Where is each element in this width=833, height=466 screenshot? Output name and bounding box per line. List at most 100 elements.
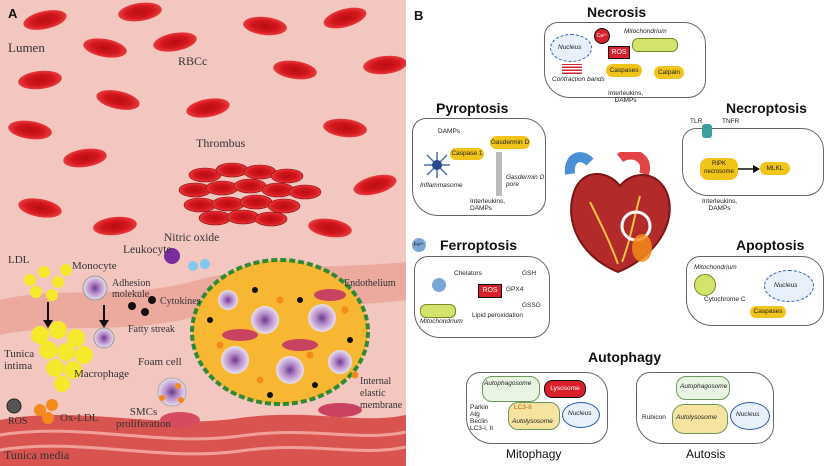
apoptosis-title: Apoptosis: [736, 237, 805, 253]
red-blood-cells: [8, 2, 406, 238]
macrophage-label: Macrophage: [74, 368, 129, 380]
fe-ion-icon: [432, 278, 446, 292]
fatty-streak-label: Fatty streak: [128, 324, 175, 335]
panel-a-label: A: [8, 6, 18, 21]
tunica-media-layer: [0, 414, 406, 466]
thrombus-label: Thrombus: [196, 136, 246, 150]
necrosis-nucleus: [550, 34, 592, 62]
monocyte-cell: [82, 275, 108, 301]
mitophagy-label: Mitophagy: [506, 447, 562, 461]
smcs-label: SMCs proliferation: [116, 406, 171, 430]
autosis-autophagosome-label: Autophagosome: [680, 383, 728, 390]
panel-a-atherosclerosis: A Lumen RBCc Thrombus LDL Monocyte Adhes…: [0, 0, 406, 466]
smc-cell: [160, 412, 200, 428]
ldl-label: LDL: [8, 254, 30, 266]
ros-particle: [6, 398, 22, 414]
autosis-autolysosome: [672, 404, 728, 434]
pyroptosis-inflammasome: Inflammasome: [420, 182, 463, 189]
necroptosis-title: Necroptosis: [726, 100, 807, 116]
autophagy-lysosome: Lysosome: [544, 380, 586, 398]
necroptosis-interleukins: Interleukins, DAMPs: [702, 198, 738, 212]
necrosis-mito-label: Mitochondrium: [624, 28, 667, 35]
autophagy-nucleus: Nucleus: [568, 410, 592, 417]
ox-ldl-label: Ox-LDL: [60, 412, 99, 424]
tunica-media-label: Tunica media: [4, 448, 70, 462]
autosis-autolysosome-label: Autolysosome: [676, 414, 717, 421]
inflammasome-icon: [424, 152, 450, 178]
autosis-label: Autosis: [686, 447, 726, 461]
ferroptosis-gssg: GSSG: [522, 302, 541, 309]
autophagosome-compartment: [482, 376, 540, 402]
autophagy-autophagosome: Autophagosome: [484, 380, 532, 387]
contraction-bands-icon: [562, 64, 582, 74]
necrosis-title: Necrosis: [587, 4, 647, 20]
tunica-intima-label: Tunica intima: [4, 348, 35, 372]
mitophagy-nucleus: [562, 402, 600, 428]
necrosis-ros: ROS: [608, 46, 630, 59]
lumen-label: Lumen: [8, 40, 45, 55]
necrosis-ca: Ca²⁺: [594, 28, 610, 44]
necrosis-calpain: Calpain: [654, 66, 684, 79]
necrosis-mitochondrion: [632, 38, 678, 52]
gasdermin-pore-icon: [496, 152, 502, 196]
endothelium-label: Endothelium: [344, 278, 396, 289]
atherosclerotic-plaque: [190, 258, 370, 406]
autophagy-autolysosome: Autolysosome: [512, 418, 553, 425]
pyroptosis-caspase1: Caspase 1: [450, 148, 484, 160]
panel-b-cell-death: B Necrosis Nucleus Ca²⁺ Mitochondrium RO…: [410, 0, 833, 466]
necroptosis-mlkl: MLKL: [760, 162, 790, 175]
nitric-oxide-label: Nitric oxide: [164, 232, 220, 244]
rbcs-label: RBCc: [178, 54, 208, 68]
atherosclerosis-illustration: [0, 2, 406, 466]
pyroptosis-pore: Gasdermin D pore: [506, 174, 545, 188]
necroptosis-tnfr: TNFR: [722, 118, 740, 125]
apoptosis-mito-label: Mitochondrium: [694, 264, 737, 271]
leukocyte-label: Leukocyte: [123, 244, 172, 256]
autophagy-title: Autophagy: [588, 349, 662, 365]
ferroptosis-title: Ferroptosis: [440, 237, 518, 253]
pyroptosis-damps: DAMPs: [438, 128, 461, 135]
internal-elastic-label: Internal elastic membrane: [360, 376, 403, 411]
autosis-nucleus-label: Nucleus: [736, 411, 760, 418]
foam-cell-label: Foam cell: [138, 356, 182, 368]
ferroptosis-fe: Fe²⁺: [412, 238, 426, 252]
nitric-oxide-bubble: [188, 261, 198, 271]
autolysosome-compartment: [508, 402, 560, 430]
necrosis-interleukins: Interleukins, DAMPs: [608, 90, 644, 104]
apoptosis-nucleus: [764, 270, 814, 302]
autophagy-parkin: Parkin Atg Beclin LC3-I, II: [470, 404, 494, 432]
pyroptosis-title: Pyroptosis: [436, 100, 509, 116]
panel-b-label: B: [414, 8, 424, 23]
apoptosis-cytochrome: Cytochrome C: [704, 296, 746, 303]
apoptosis-nucleus-label: Nucleus: [774, 282, 798, 289]
ferroptosis-mitochondrion: [420, 304, 456, 318]
necrosis-contraction-label: Contraction bands: [552, 76, 605, 83]
pyroptosis-interleukins: Interleukins, DAMPs: [470, 198, 506, 212]
ros-label: ROS: [8, 416, 28, 427]
necroptosis-tlr: TLR: [690, 118, 703, 125]
ldl-particles: [24, 264, 93, 392]
autosis-rubicon: Rubicon: [642, 414, 666, 421]
receptor-icon: [702, 124, 712, 138]
ferroptosis-gpx4: GPX4: [506, 286, 524, 293]
ferroptosis-gsh: GSH: [522, 270, 537, 277]
ferroptosis-chelators: Chelators: [454, 270, 482, 277]
heart-illustration: [564, 152, 671, 274]
autophagy-lc3: LC3-II: [514, 404, 532, 411]
cytokines-label: Cytokines: [160, 296, 201, 307]
ferroptosis-mito-label: Mitochondrium: [420, 318, 463, 325]
leukocyte-cell: [164, 248, 180, 264]
apoptosis-mitochondrion: [694, 274, 716, 296]
necrosis-caspases: Caspases: [606, 64, 642, 77]
ferroptosis-lipid: Lipid peroxidation: [472, 312, 523, 319]
monocyte-label: Monocyte: [72, 260, 117, 272]
arrow-icon: [738, 165, 760, 173]
autosis-autophagosome: [676, 376, 730, 400]
necrosis-nucleus-label: Nucleus: [558, 44, 582, 51]
ferroptosis-ros: ROS: [478, 284, 502, 298]
adhesion-label: Adhesion molekule: [112, 278, 151, 300]
apoptosis-caspases: Caspases: [750, 306, 786, 318]
pyroptosis-gasdermin: Gasdermin D: [490, 136, 530, 149]
thrombus-cluster: [178, 162, 322, 227]
autosis-nucleus: [730, 402, 770, 430]
